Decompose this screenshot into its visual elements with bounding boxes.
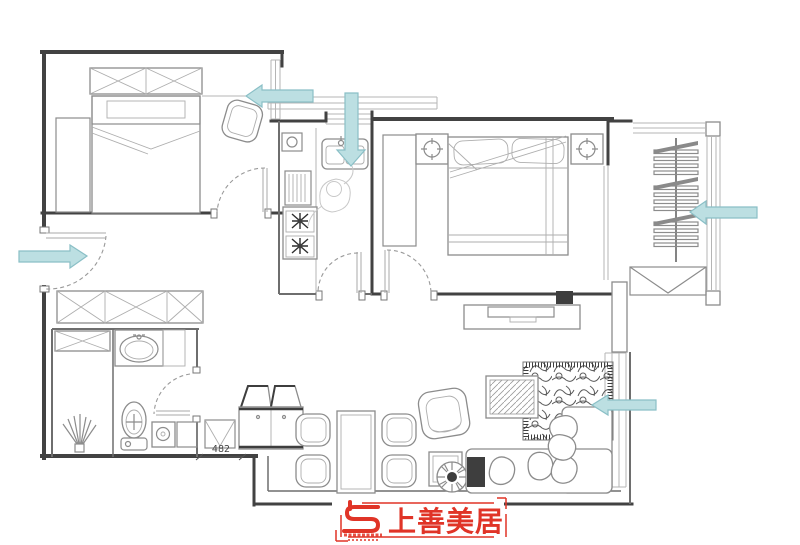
coffee-table-icon [485,375,539,419]
door-swing-arc [153,373,191,415]
kitchen-window-arrow-icon [335,92,367,167]
bedroom1-chair-icon [221,99,264,143]
bedroom1-bed-icon [91,95,201,214]
dining-chair-icon [381,413,417,447]
logo-subtext-marks [344,533,382,541]
annotation-arrows [18,83,758,417]
dimension-482: 482 [195,444,247,461]
person-figure-icon [307,165,354,227]
dish-rack-icon [284,170,312,206]
balcony-bay [629,266,707,296]
logo-brand-text: 上善美居 [388,505,504,538]
shower-shelf-icon [54,330,111,352]
outer-walls [40,50,721,507]
column [705,290,721,306]
bedroom1-door [210,167,272,219]
plant-icon [436,461,468,493]
tv-cabinet-icon [463,304,581,330]
door-swing-arc [216,167,266,213]
logo-frame [335,497,507,542]
door-swing-arc [386,249,432,295]
living-window-arrow-icon [590,393,657,417]
kitchen-door [315,252,366,301]
bedroom2-nightstand-icon [415,133,449,165]
entry-door [39,226,107,293]
drying-rack-icon [653,138,699,262]
bathroom-door [153,366,201,423]
washbasin-icon [114,329,186,367]
washing-machine-icon [151,421,198,448]
dining-table-icon [336,410,376,494]
dining-chair-icon [295,454,331,488]
balcony-top-window [633,122,705,134]
balcony-arrow-icon [688,199,758,226]
shoe-cabinet-icon [238,385,304,450]
bedroom2-nightstand-icon [570,133,604,165]
bedroom2-door [380,249,438,301]
sofa-icon [465,406,613,494]
sofa-pillow-icon [488,414,578,485]
armchair-icon [417,387,471,440]
bedroom1-window-arrow-icon [244,83,314,109]
balcony-door-track [603,166,609,280]
brand-logo: 上善美居 [332,495,507,543]
mop-sink-icon [204,419,236,449]
bedroom1-radiator-icon [55,117,91,213]
door-swing-arc [45,235,107,290]
bedroom1-wardrobe-icon [89,67,270,97]
column [705,121,721,137]
dining-chair-icon [381,454,417,488]
dimension-label: 482 [212,444,230,455]
bedroom2-radiator-icon [382,134,417,247]
column [556,291,573,304]
toilet-icon [120,401,148,451]
wall-pier [611,281,628,353]
door-swing-arc [317,252,359,294]
entry-arrow-icon [18,243,89,270]
logo-s-mark [342,500,381,533]
dining-chair-icon [295,413,331,447]
shower-icon [62,414,97,453]
hall-storage-cabinet-icon [56,290,204,324]
stove-icon [282,206,318,260]
sofa-armrest [467,457,485,487]
bedroom2-bed-icon [447,135,569,256]
gas-meter-icon [281,132,303,152]
